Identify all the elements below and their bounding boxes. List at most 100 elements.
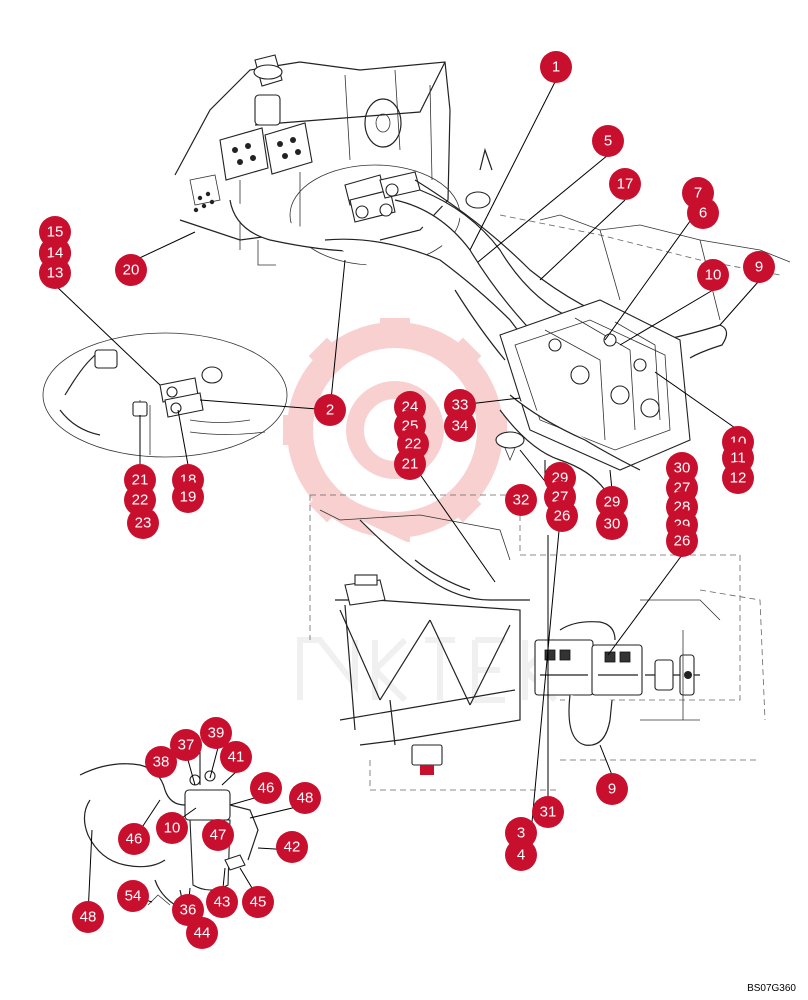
callout-number: 1 xyxy=(552,59,560,76)
callout-number: 41 xyxy=(228,749,245,766)
callout-balloon xyxy=(170,729,202,761)
callout-number: 20 xyxy=(123,262,140,279)
callout-balloon xyxy=(505,839,537,871)
callout-balloon xyxy=(250,772,282,804)
callout-number: 44 xyxy=(194,925,211,942)
callout-number: 3 xyxy=(517,825,525,842)
bolt-pattern xyxy=(193,191,215,213)
callout-balloon xyxy=(72,901,104,933)
callout-balloon xyxy=(220,741,252,773)
callout-19: 19 xyxy=(172,481,204,513)
callout-number: 43 xyxy=(214,894,231,911)
callout-number: 31 xyxy=(540,804,557,821)
callout-38: 38 xyxy=(145,746,177,778)
callout-5: 5 xyxy=(592,125,624,157)
callout-number: 22 xyxy=(132,492,149,509)
callout-balloon xyxy=(39,257,71,289)
callout-number: 38 xyxy=(153,754,170,771)
callout-number: 9 xyxy=(755,259,763,276)
callout-balloon xyxy=(118,823,150,855)
callout-balloon xyxy=(276,831,308,863)
callout-balloon xyxy=(314,394,346,426)
callout-37: 37 xyxy=(170,729,202,761)
callout-29: 29 xyxy=(596,486,628,518)
watermark-logo xyxy=(283,318,558,703)
callout-43: 43 xyxy=(206,886,238,918)
callout-number: 46 xyxy=(126,831,143,848)
callout-13: 13 xyxy=(39,257,71,289)
callout-number: 21 xyxy=(132,472,149,489)
callout-balloon xyxy=(697,259,729,291)
callout-46: 46 xyxy=(250,772,282,804)
valve-sections xyxy=(544,317,661,441)
callout-number: 26 xyxy=(674,533,691,550)
callout-26: 26 xyxy=(666,525,698,557)
callout-46: 46 xyxy=(118,823,150,855)
callout-balloon xyxy=(202,819,234,851)
callout-number: 26 xyxy=(554,508,571,525)
callout-balloon xyxy=(596,773,628,805)
callout-balloon xyxy=(592,125,624,157)
callout-26: 26 xyxy=(546,500,578,532)
callout-number: 10 xyxy=(164,820,181,837)
callout-balloon xyxy=(289,782,321,814)
callout-balloon xyxy=(743,251,775,283)
callout-4: 4 xyxy=(505,839,537,871)
callout-48: 48 xyxy=(72,901,104,933)
callout-23: 23 xyxy=(127,507,159,539)
callout-30: 30 xyxy=(596,508,628,540)
callout-42: 42 xyxy=(276,831,308,863)
callout-44: 44 xyxy=(186,917,218,949)
callout-39: 39 xyxy=(200,717,232,749)
callout-number: 15 xyxy=(47,224,64,241)
callout-balloon xyxy=(115,254,147,286)
callout-number: 2 xyxy=(326,402,334,419)
callout-number: 42 xyxy=(284,839,301,856)
callout-number: 14 xyxy=(47,245,64,262)
callout-number: 34 xyxy=(452,418,469,435)
callout-number: 47 xyxy=(210,827,227,844)
callout-balloon xyxy=(540,51,572,83)
callout-47: 47 xyxy=(202,819,234,851)
coupling xyxy=(654,654,695,696)
callout-number: 23 xyxy=(135,515,152,532)
callout-number: 4 xyxy=(517,847,525,864)
callout-number: 48 xyxy=(297,790,314,807)
callout-number: 5 xyxy=(604,133,612,150)
callout-number: 17 xyxy=(617,176,634,193)
callout-balloon xyxy=(172,481,204,513)
callout-number: 9 xyxy=(608,781,616,798)
callout-balloon xyxy=(666,525,698,557)
callout-balloon xyxy=(394,448,426,480)
callout-45: 45 xyxy=(242,886,274,918)
callout-12: 12 xyxy=(722,462,754,494)
callout-number: 33 xyxy=(452,397,469,414)
callout-number: 21 xyxy=(402,456,419,473)
callout-balloon xyxy=(687,197,719,229)
callout-balloon xyxy=(596,508,628,540)
callout-31: 31 xyxy=(532,796,564,828)
callout-9: 9 xyxy=(596,773,628,805)
hydraulic-pumps xyxy=(534,621,643,696)
callout-balloon xyxy=(206,886,238,918)
callout-number: 12 xyxy=(730,470,747,487)
callout-number: 7 xyxy=(694,185,702,202)
callout-54: 54 xyxy=(117,880,149,912)
callout-2: 2 xyxy=(314,394,346,426)
callout-number: 54 xyxy=(125,888,142,905)
callout-17: 17 xyxy=(609,168,641,200)
callout-number: 6 xyxy=(699,205,707,222)
callout-balloon xyxy=(546,500,578,532)
callout-balloon xyxy=(200,717,232,749)
callout-balloon xyxy=(117,880,149,912)
callout-number: 19 xyxy=(180,489,197,506)
callout-41: 41 xyxy=(220,741,252,773)
callout-3: 3 xyxy=(505,817,537,849)
callout-1: 1 xyxy=(540,51,572,83)
detail-view-left xyxy=(42,332,288,458)
callout-balloon xyxy=(156,812,188,844)
callout-9: 9 xyxy=(743,251,775,283)
callout-36: 36 xyxy=(172,894,204,926)
callout-balloon xyxy=(722,462,754,494)
